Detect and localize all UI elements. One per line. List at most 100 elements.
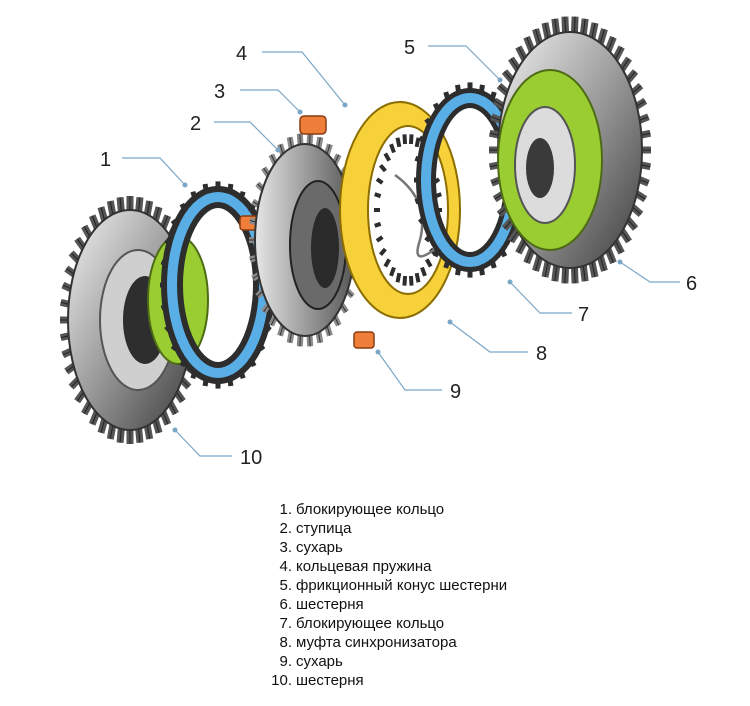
callout-7: 7 <box>578 304 589 326</box>
gear-tooth <box>170 342 180 352</box>
legend-item: 9.сухарь <box>262 652 592 671</box>
gear-tooth <box>455 84 462 95</box>
callout-5: 5 <box>404 37 415 59</box>
callout-6: 6 <box>686 273 697 295</box>
gear-tooth <box>443 258 451 269</box>
legend-item: 7.блокирующее кольцо <box>262 614 592 633</box>
gear-tooth <box>432 247 442 258</box>
gear-tooth <box>408 275 414 286</box>
callout-1: 1 <box>100 149 111 171</box>
gear-tooth <box>378 247 387 256</box>
gear-tooth <box>420 266 427 277</box>
gear-tooth <box>424 233 433 243</box>
legend-number: 8. <box>279 634 292 651</box>
exploded-view: 1 2 3 4 5 6 7 8 9 10 <box>59 16 697 469</box>
legend-item: 3.сухарь <box>262 538 592 557</box>
gear-tooth <box>375 235 384 243</box>
gear-tooth <box>374 221 382 228</box>
callout-2: 2 <box>190 113 201 135</box>
gear-tooth <box>389 266 396 277</box>
parts-legend: 1.блокирующее кольцо 2.ступица 3.сухарь … <box>262 500 592 690</box>
gear-tooth <box>395 137 402 148</box>
ring-spring <box>394 173 441 258</box>
legend-text: шестерня <box>296 596 364 613</box>
gear-tooth <box>227 183 234 194</box>
gear-tooth <box>414 137 421 148</box>
gear-tooth <box>179 202 188 213</box>
gear-tooth <box>238 368 246 380</box>
gear-tooth <box>402 275 408 286</box>
callout-3: 3 <box>214 81 225 103</box>
gear-tooth <box>478 84 485 95</box>
gear-tooth <box>179 357 188 368</box>
callout-8: 8 <box>536 343 547 365</box>
legend-item: 2.ступица <box>262 519 592 538</box>
gear-tooth <box>432 102 442 113</box>
legend-text: ступица <box>296 520 352 537</box>
gear-tooth <box>455 265 462 276</box>
gear-tooth <box>164 238 173 247</box>
gear-tooth <box>164 323 173 332</box>
gear-tooth <box>383 258 392 268</box>
legend-number: 1. <box>279 501 292 518</box>
gear-tooth <box>374 192 382 199</box>
key-top <box>299 115 327 135</box>
gear-tooth <box>418 135 427 144</box>
legend-number: 6. <box>279 596 292 613</box>
legend-item: 1.блокирующее кольцо <box>262 500 592 519</box>
gear-tooth <box>498 247 508 258</box>
legend-number: 2. <box>279 520 292 537</box>
legend-item: 10.шестерня <box>262 671 592 690</box>
gear-tooth <box>424 117 433 127</box>
legend-number: 9. <box>279 653 292 670</box>
gear-tooth <box>160 259 169 267</box>
gear-tooth <box>443 91 451 102</box>
gear-tooth <box>256 342 266 352</box>
gear-tooth <box>414 272 421 283</box>
legend-text: сухарь <box>296 539 343 556</box>
legend-text: кольцевая пружина <box>296 558 432 575</box>
gear-tooth <box>424 258 433 268</box>
legend-text: блокирующее кольцо <box>296 615 445 632</box>
legend-text: муфта синхронизатора <box>296 634 457 651</box>
gear-tooth <box>389 143 396 154</box>
gear-tooth <box>190 368 198 380</box>
gear-tooth <box>202 376 209 387</box>
gear-tooth <box>414 155 423 163</box>
gear-tooth <box>170 218 180 228</box>
gear-tooth <box>383 152 392 162</box>
legend-number: 7. <box>279 615 292 632</box>
legend-text: шестерня <box>296 672 364 689</box>
gear-tooth <box>378 164 387 173</box>
gear-tooth <box>227 376 234 387</box>
legend-item: 5.фрикционный конус шестерни <box>262 576 592 595</box>
key-bottom <box>353 331 375 349</box>
callout-9: 9 <box>450 381 461 403</box>
callout-4: 4 <box>236 43 247 65</box>
gear-tooth <box>160 303 169 311</box>
legend-number: 3. <box>279 539 292 556</box>
legend-item: 6.шестерня <box>262 595 592 614</box>
gear-tooth <box>263 323 272 332</box>
legend-number: 10. <box>271 672 292 689</box>
gear-tooth <box>248 357 257 368</box>
legend-text: блокирующее кольцо <box>296 501 445 518</box>
legend-text: сухарь <box>296 653 343 670</box>
gear-tooth <box>238 190 246 202</box>
gear-tooth <box>375 177 384 185</box>
gear-tooth <box>402 134 408 145</box>
gear-tooth <box>489 258 497 269</box>
legend-number: 5. <box>279 577 292 594</box>
legend-text: фрикционный конус шестерни <box>296 577 508 594</box>
gear-tooth <box>489 91 497 102</box>
gear-tooth <box>202 183 209 194</box>
leader-dots <box>172 77 623 433</box>
legend-item: 8.муфта синхронизатора <box>262 633 592 652</box>
gear-tooth <box>414 197 423 205</box>
gear-tooth <box>478 265 485 276</box>
gear-tooth <box>418 216 427 225</box>
callout-10: 10 <box>240 447 262 469</box>
gear-tooth <box>190 190 198 202</box>
gear-tooth <box>395 272 402 283</box>
